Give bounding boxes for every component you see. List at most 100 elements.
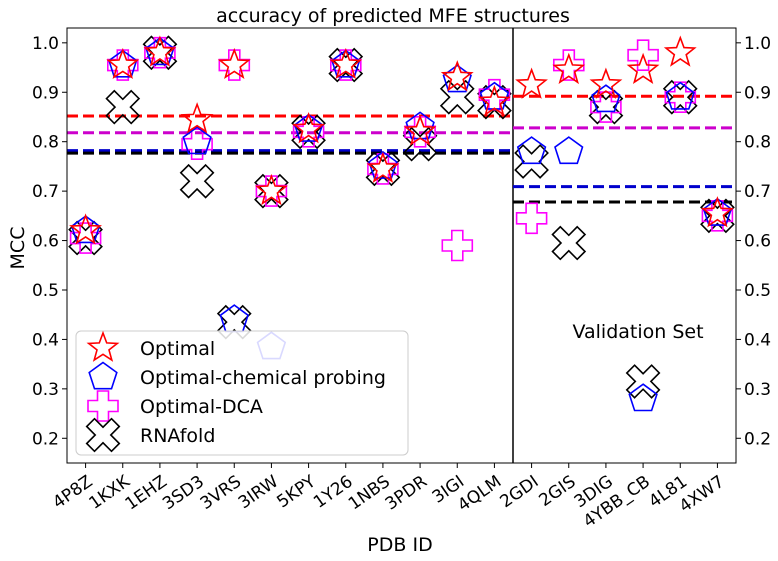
y-tick-label-right: 0.9	[744, 83, 771, 103]
y-tick-label-right: 0.4	[744, 330, 771, 350]
y-tick-label-right: 0.7	[744, 182, 771, 202]
x-marker-4l81	[662, 79, 698, 115]
plus-marker-1nbs	[367, 153, 399, 185]
x-marker-1kxk	[105, 89, 141, 125]
pentagon-marker-1y26	[331, 49, 361, 78]
y-tick-label-left: 0.5	[32, 281, 59, 301]
star-marker-4ybb_cb	[626, 52, 660, 85]
x-tick-label-1nbs: 1NBS	[345, 472, 394, 515]
x-tick-label-2gis: 2GIS	[536, 472, 580, 511]
y-tick-label-left: 0.8	[32, 133, 59, 153]
plot-frame	[66, 27, 737, 464]
plus-marker-3vrs	[218, 49, 251, 81]
pentagon-marker-1kxk	[108, 49, 138, 78]
x-marker-4xw7	[700, 198, 735, 234]
y-tick-label-right: 0.5	[744, 281, 771, 301]
y-axis-label: MCC	[7, 227, 29, 270]
pentagon-marker-4p8z	[70, 215, 101, 244]
legend-x-icon	[85, 417, 121, 453]
x-marker-4ybb_cb	[625, 364, 661, 399]
plus-marker-1y26	[329, 49, 362, 81]
star-marker-5kpy	[292, 112, 325, 144]
plus-marker-1kxk	[107, 49, 139, 81]
star-marker-3sd3	[180, 102, 214, 134]
x-tick-label-3sd3: 3SD3	[159, 472, 208, 514]
star-marker-3vrs	[217, 47, 251, 80]
y-tick-label-left: 1.0	[32, 34, 59, 54]
pentagon-marker-2gdi	[516, 136, 547, 165]
star-marker-1nbs	[366, 151, 400, 183]
y-tick-label-left: 0.9	[32, 83, 59, 103]
plus-marker-3dig	[590, 91, 622, 123]
y-tick-label-left: 0.2	[32, 429, 59, 449]
pentagon-marker-1ehz	[145, 37, 175, 66]
y-tick-label-left: 0.4	[32, 330, 59, 350]
plus-marker-4l81	[664, 81, 697, 113]
star-marker-1ehz	[143, 35, 177, 67]
x-marker-5kpy	[291, 114, 326, 150]
plus-marker-1ehz	[144, 36, 176, 69]
pentagon-marker-3dig	[591, 84, 621, 113]
validation-set-annotation: Validation Set	[572, 321, 703, 343]
x-tick-label-1ehz: 1EHZ	[122, 472, 171, 515]
plus-marker-3sd3	[181, 128, 213, 160]
star-marker-2gdi	[515, 67, 548, 99]
x-marker-2gis	[551, 225, 587, 261]
legend-label: Optimal	[140, 338, 215, 360]
x-tick-label-3irw: 3IRW	[235, 472, 282, 514]
star-marker-3dig	[589, 67, 623, 99]
pentagon-marker-5kpy	[293, 113, 324, 142]
x-tick-label-3vrs: 3VRS	[197, 472, 245, 514]
star-marker-3pdr	[403, 114, 437, 146]
star-marker-4qlm	[478, 84, 511, 117]
x-tick-label-4p8z: 4P8Z	[49, 472, 96, 513]
x-marker-3pdr	[402, 126, 438, 162]
x-marker-2gdi	[514, 144, 549, 179]
x-tick-label-1y26: 1Y26	[310, 472, 357, 513]
pentagon-marker-2gis	[554, 136, 584, 165]
pentagon-marker-4ybb_cb	[628, 383, 658, 412]
plus-marker-4ybb_cb	[627, 39, 659, 71]
y-tick-label-right: 0.2	[744, 429, 771, 449]
pentagon-marker-3igi	[442, 64, 472, 93]
y-tick-label-right: 0.6	[744, 232, 771, 252]
star-marker-4l81	[663, 35, 697, 67]
x-tick-label-3pdr: 3PDR	[382, 472, 431, 515]
legend-label: Optimal-DCA	[140, 396, 263, 418]
chart-title: accuracy of predicted MFE structures	[216, 5, 570, 27]
legend-pentagon-icon	[88, 361, 118, 390]
pentagon-marker-3vrs	[219, 304, 249, 333]
x-tick-label-4qlm: 4QLM	[454, 472, 505, 516]
star-marker-4p8z	[69, 213, 102, 245]
y-tick-label-right: 0.3	[744, 380, 771, 400]
star-marker-1y26	[329, 47, 363, 80]
legend-label: RNAfold	[140, 425, 215, 447]
plus-marker-2gdi	[515, 202, 548, 235]
x-tick-label-5kpy: 5KPY	[273, 471, 320, 512]
legend-star-icon	[86, 330, 120, 362]
y-tick-label-right: 0.8	[744, 133, 771, 153]
pentagon-marker-4l81	[665, 81, 695, 110]
y-tick-label-left: 0.7	[32, 182, 59, 202]
x-marker-3sd3	[179, 163, 215, 199]
star-marker-3irw	[255, 173, 288, 206]
plot-area	[67, 28, 736, 463]
plus-marker-5kpy	[292, 116, 325, 148]
x-marker-3igi	[439, 79, 475, 115]
x-tick-label-2gdi: 2GDI	[496, 472, 542, 513]
star-marker-4xw7	[701, 196, 734, 228]
x-marker-3irw	[254, 173, 289, 209]
legend-label: Optimal-chemical probing	[140, 367, 386, 389]
star-marker-2gis	[552, 52, 586, 85]
plus-marker-3irw	[255, 175, 288, 207]
plus-marker-3igi	[441, 229, 474, 262]
pentagon-marker-1nbs	[368, 150, 398, 179]
pentagon-marker-3sd3	[182, 126, 212, 155]
y-tick-label-left: 0.3	[32, 380, 59, 400]
y-tick-label-right: 1.0	[744, 34, 771, 54]
x-axis-label: PDB ID	[367, 534, 432, 556]
plus-marker-4xw7	[701, 200, 734, 232]
